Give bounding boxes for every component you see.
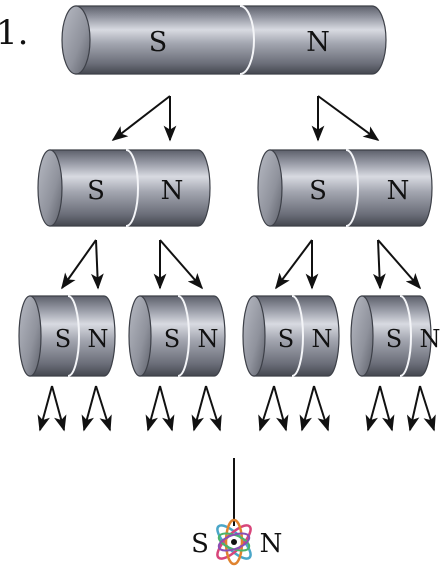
south-pole-label: S: [164, 325, 180, 353]
south-pole-label: S: [55, 325, 71, 353]
north-pole-label: N: [161, 176, 184, 206]
north-pole-label: N: [306, 27, 330, 58]
north-pole-label: N: [420, 325, 441, 353]
magnet-level-2-right: S N: [257, 149, 433, 227]
magnet-level-1: S N: [61, 5, 387, 75]
magnet-level-3-1: S N: [18, 295, 116, 377]
north-pole-label: N: [88, 325, 109, 353]
north-pole-label: N: [198, 325, 219, 353]
south-pole-label: S: [309, 176, 327, 206]
magnet-level-3-4: S N: [350, 295, 441, 377]
atom-north-label: N: [260, 529, 283, 559]
magnet-level-3-3: S N: [242, 295, 340, 377]
split-arrows-level-3: [37, 385, 436, 432]
north-pole-label: N: [387, 176, 410, 206]
south-pole-label: S: [87, 176, 105, 206]
atom-south-label: S: [191, 529, 209, 559]
split-arrows-level-2: [61, 239, 422, 290]
south-pole-label: S: [386, 325, 402, 353]
north-pole-label: N: [312, 325, 333, 353]
atom-icon: [216, 518, 252, 566]
split-arrows-level-1: [111, 95, 380, 142]
south-pole-label: S: [149, 27, 168, 58]
corner-mark: 1.: [0, 13, 28, 53]
south-pole-label: S: [278, 325, 294, 353]
magnet-level-2-left: S N: [37, 149, 211, 227]
magnet-level-3-2: S N: [128, 295, 226, 377]
